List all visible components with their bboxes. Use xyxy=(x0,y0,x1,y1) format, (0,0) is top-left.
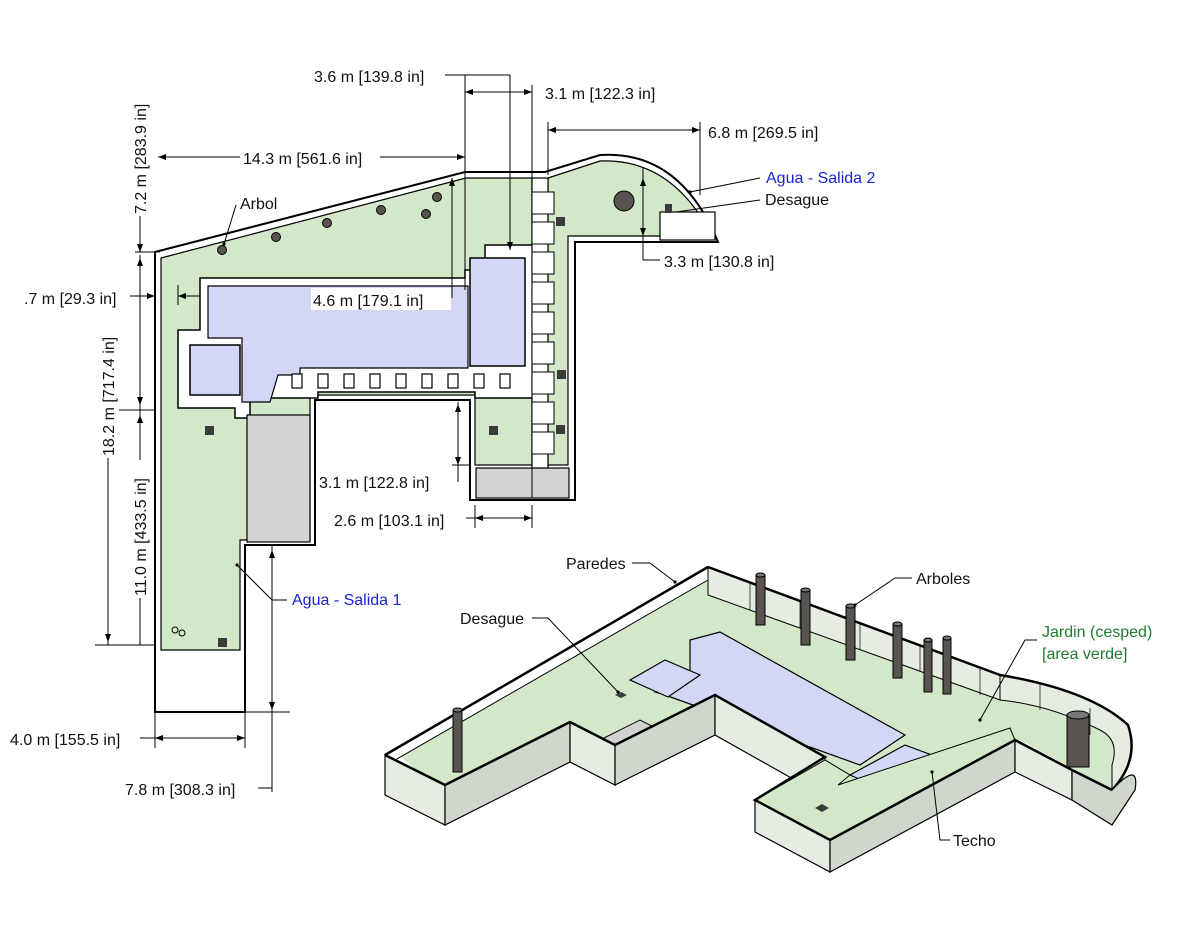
label-agua-salida-1: Agua - Salida 1 xyxy=(292,592,402,609)
dim-0-7: .7 m [29.3 in] xyxy=(24,291,117,308)
dim-14-3: 14.3 m [561.6 in] xyxy=(243,151,362,168)
drain-marker xyxy=(489,426,498,435)
plan-drains xyxy=(205,217,566,647)
drain-marker xyxy=(205,426,214,435)
iso-wall-outlines xyxy=(384,565,1113,842)
plan-water-main xyxy=(207,285,469,403)
plan-trees xyxy=(217,190,635,255)
tree-post-large xyxy=(1066,714,1090,768)
tree-post xyxy=(845,605,856,661)
label-techo: Techo xyxy=(953,833,996,850)
iso-leaders xyxy=(532,562,1037,841)
tree-post xyxy=(923,639,933,693)
plan-leaders xyxy=(223,177,761,601)
label-arboles: Arboles xyxy=(916,571,970,588)
dim-4-0: 4.0 m [155.5 in] xyxy=(10,732,120,749)
dim-3-1-top: 3.1 m [122.3 in] xyxy=(545,86,655,103)
dim-2-6: 2.6 m [103.1 in] xyxy=(334,513,444,530)
tree-post xyxy=(892,623,903,679)
plan-garden xyxy=(160,177,533,651)
plan-roof-south xyxy=(475,467,570,499)
tree-post xyxy=(942,637,952,695)
plan-desague-box xyxy=(659,211,716,241)
dim-3-1-mid: 3.1 m [122.8 in] xyxy=(319,475,429,492)
dim-6-8: 6.8 m [269.5 in] xyxy=(708,125,818,142)
tree-post xyxy=(800,589,811,646)
label-agua-salida-2: Agua - Salida 2 xyxy=(766,170,876,187)
tree-post xyxy=(755,574,766,626)
drain-marker xyxy=(556,425,565,434)
drain-marker xyxy=(218,638,227,647)
plan-strip-rungs xyxy=(531,191,555,455)
label-desague-iso: Desague xyxy=(460,611,524,628)
dim-7-2: 7.2 m [283.9 in] xyxy=(133,104,150,214)
label-jardin-2: [area verde] xyxy=(1042,646,1127,663)
plan-dimension-texts: 3.6 m [139.8 in] 3.1 m [122.3 in] 6.8 m … xyxy=(8,64,841,799)
dim-7-8: 7.8 m [308.3 in] xyxy=(125,782,235,799)
plan-garden-east xyxy=(547,160,713,466)
label-desague-plan: Desague xyxy=(765,192,829,209)
tree-marker xyxy=(421,209,431,219)
iso-wall-seams xyxy=(749,582,1091,735)
plan-arrowheads xyxy=(105,89,700,741)
tree-marker xyxy=(376,205,386,215)
plan-water-vertical xyxy=(469,257,526,367)
iso-view: Paredes Arboles Desague Jardin (cesped) … xyxy=(383,556,1152,874)
iso-wall-east-front xyxy=(1071,769,1137,826)
label-jardin-1: Jardin (cesped) xyxy=(1042,624,1152,641)
label-paredes: Paredes xyxy=(566,556,626,573)
iso-water-small xyxy=(628,659,702,698)
iso-trees xyxy=(452,572,1090,773)
label-arbol: Arbol xyxy=(240,196,277,213)
dim-4-6: 4.6 m [179.1 in] xyxy=(313,293,423,310)
drain-marker xyxy=(557,370,566,379)
drain-marker xyxy=(815,804,829,812)
plan-roof-west xyxy=(246,414,311,543)
plan-notches xyxy=(291,373,511,389)
dim-3-6: 3.6 m [139.8 in] xyxy=(314,69,424,86)
tree-marker-large xyxy=(613,190,635,212)
drain-marker xyxy=(556,217,565,226)
tree-marker xyxy=(432,192,442,202)
dim-3-3: 3.3 m [130.8 in] xyxy=(664,254,774,271)
tree-marker xyxy=(217,245,227,255)
plan-water-small xyxy=(189,344,241,396)
tree-marker xyxy=(271,232,281,242)
dim-18-2: 18.2 m [717.4 in] xyxy=(101,337,118,456)
tree-marker xyxy=(322,218,332,228)
tree-post xyxy=(452,709,463,773)
plan-desague-drain xyxy=(665,204,672,213)
plan-view: 3.6 m [139.8 in] 3.1 m [122.3 in] 6.8 m … xyxy=(8,64,876,799)
dim-11-0: 11.0 m [433.5 in] xyxy=(133,478,150,596)
